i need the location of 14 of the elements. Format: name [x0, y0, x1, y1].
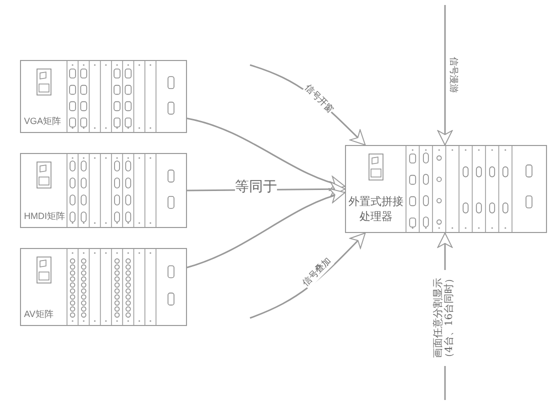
arrow: [186, 188, 346, 268]
matrix-device: [20, 60, 187, 133]
arrow: [437, 5, 453, 146]
processor-device: [345, 145, 547, 233]
matrix-device: [20, 248, 187, 326]
arrow: [186, 118, 346, 190]
device-label: HMDI矩阵: [24, 210, 65, 223]
device-label: 外置式拼接处理器: [348, 195, 404, 224]
matrix-device: [20, 153, 187, 228]
edge-label: 画面任意分割显示（4台、16台同时）: [433, 270, 455, 366]
edge-label: 信号叠加: [302, 256, 334, 290]
device-label: VGA矩阵: [24, 115, 62, 128]
edge-label: 等同于: [235, 180, 277, 196]
device-label: AV矩阵: [24, 308, 54, 321]
